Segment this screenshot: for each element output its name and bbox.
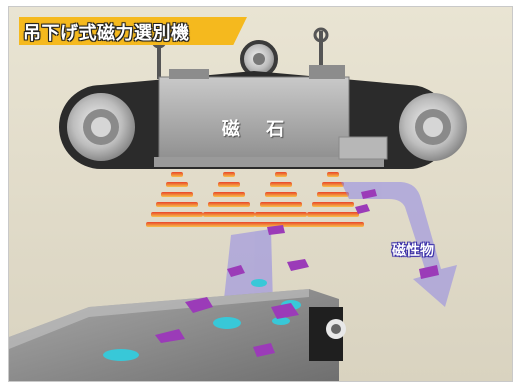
- magnet-block: [154, 65, 388, 167]
- magnetic-particles: [155, 189, 439, 357]
- top-pulley: [240, 40, 278, 78]
- magnetic-material-label: 磁性物: [392, 243, 434, 259]
- nonmagnetic-particles: [103, 279, 301, 361]
- title-badge: [19, 17, 247, 45]
- magnet-label: 磁 石: [221, 119, 295, 140]
- diagram-frame: 吊下げ式磁力選別機 磁 石 磁性物: [8, 6, 513, 382]
- left-pulley: [67, 93, 135, 161]
- separator-illustration: [9, 7, 512, 381]
- magnetic-field-waves: [146, 172, 364, 227]
- diagram-title: 吊下げ式磁力選別機: [23, 23, 190, 44]
- right-pulley: [399, 93, 467, 161]
